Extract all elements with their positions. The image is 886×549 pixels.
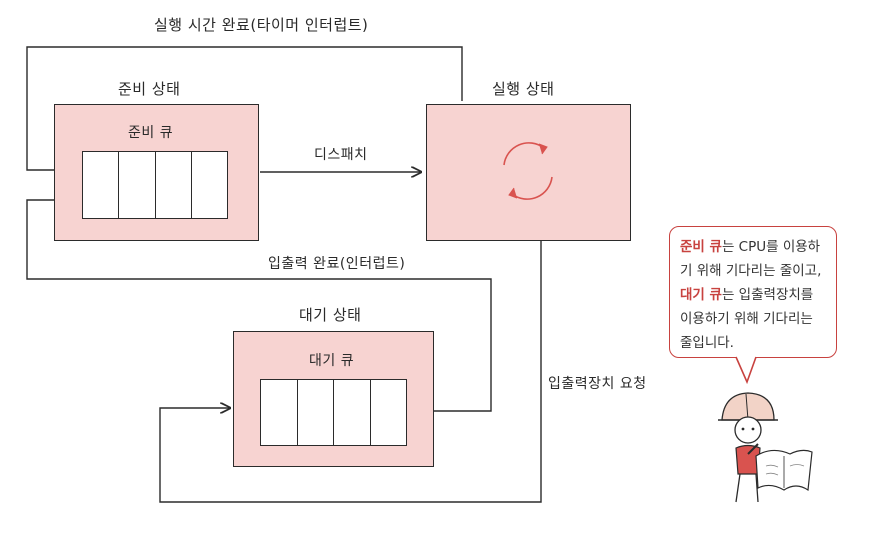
worker-character-icon bbox=[712, 386, 816, 508]
queue-slot bbox=[119, 152, 155, 218]
queue-slot bbox=[298, 380, 335, 445]
ready-state-title: 준비 상태 bbox=[118, 78, 180, 99]
cycle-arrows-icon bbox=[492, 135, 564, 207]
ready-queue bbox=[82, 151, 228, 219]
waiting-queue bbox=[260, 379, 407, 446]
ready-queue-label: 준비 큐 bbox=[128, 122, 173, 142]
waiting-state-title: 대기 상태 bbox=[299, 304, 361, 325]
running-state-title: 실행 상태 bbox=[492, 78, 554, 99]
speech-bubble: 준비 큐는 CPU를 이용하기 위해 기다리는 줄이고, 대기 큐는 입출력장치… bbox=[669, 226, 837, 358]
bubble-tail bbox=[735, 356, 759, 386]
queue-slot bbox=[156, 152, 192, 218]
queue-slot bbox=[83, 152, 119, 218]
queue-slot bbox=[334, 380, 371, 445]
queue-slot bbox=[192, 152, 227, 218]
io-complete-label: 입출력 완료(인터럽트) bbox=[268, 253, 405, 273]
waiting-queue-term: 대기 큐 bbox=[680, 287, 722, 303]
timeout-label: 실행 시간 완료(타이머 인터럽트) bbox=[154, 14, 368, 35]
queue-slot bbox=[371, 380, 407, 445]
ready-queue-term: 준비 큐 bbox=[680, 239, 722, 255]
io-request-label: 입출력장치 요청 bbox=[548, 373, 647, 393]
waiting-queue-label: 대기 큐 bbox=[309, 350, 354, 370]
queue-slot bbox=[261, 380, 298, 445]
dispatch-label: 디스패치 bbox=[314, 144, 368, 164]
